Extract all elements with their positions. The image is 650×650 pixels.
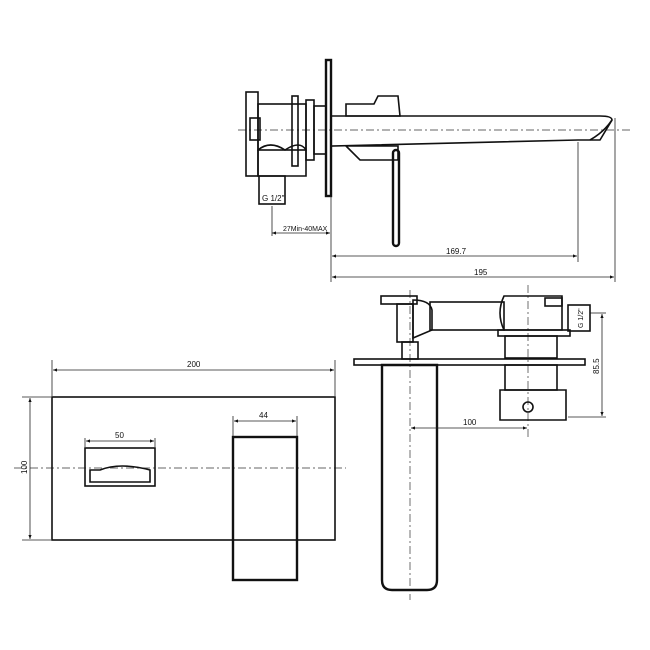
valve-body bbox=[245, 91, 327, 177]
body-height-label: 85.5 bbox=[592, 358, 601, 374]
plate-width-label: 200 bbox=[187, 360, 201, 369]
spout bbox=[380, 363, 439, 592]
wall-plate bbox=[51, 396, 336, 541]
lever bbox=[391, 148, 401, 248]
handle-stem bbox=[396, 303, 414, 343]
lever-width-label: 44 bbox=[259, 411, 268, 420]
valve-body bbox=[497, 295, 571, 421]
spout-offset-label: 100 bbox=[463, 418, 477, 427]
plate-height-label: 100 bbox=[20, 460, 29, 474]
handle bbox=[84, 447, 156, 487]
thread-inlet bbox=[258, 175, 286, 205]
spout bbox=[330, 115, 613, 147]
overall-length-label: 195 bbox=[474, 268, 488, 277]
wall-plate bbox=[353, 358, 586, 366]
spout-reach-label: 169.7 bbox=[446, 247, 467, 256]
side-view: G 1/2" 27Min-40MAX 169.7 195 bbox=[238, 58, 632, 282]
thread-label: G 1/2" bbox=[262, 194, 285, 203]
lever bbox=[231, 435, 299, 582]
lever-top bbox=[380, 295, 418, 305]
top-view: 100 85.5 G 1/2" bbox=[353, 285, 606, 600]
thread-inlet bbox=[567, 304, 591, 332]
handle-top bbox=[345, 95, 401, 117]
wall-depth-label: 27Min-40MAX bbox=[283, 226, 328, 233]
handle-width-label: 50 bbox=[115, 431, 124, 440]
front-view: 200 100 50 44 bbox=[14, 360, 346, 582]
connector-tube bbox=[429, 301, 505, 331]
thread-label: G 1/2" bbox=[578, 308, 585, 328]
